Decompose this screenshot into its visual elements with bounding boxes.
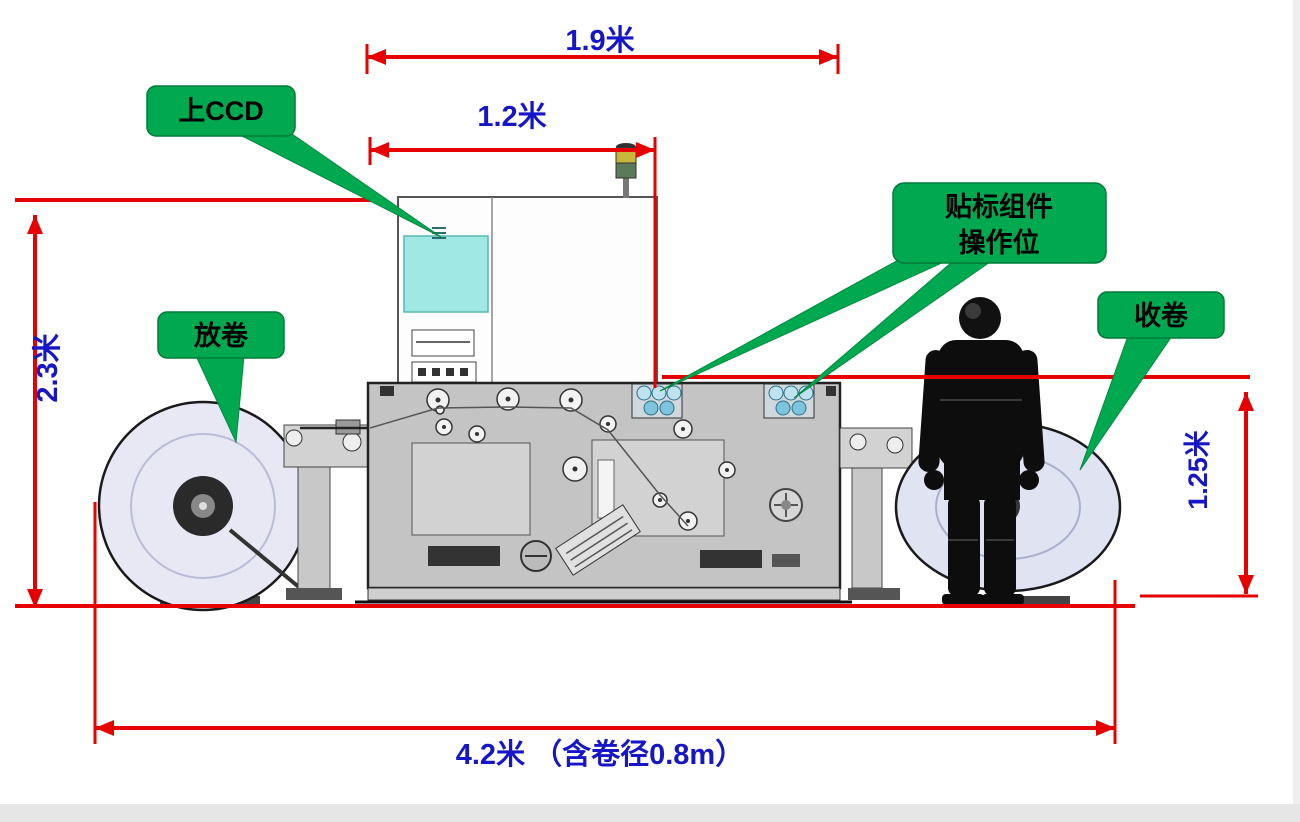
dim-1-9m-arrow-right xyxy=(819,49,838,65)
dim-4-2m-arrow-right xyxy=(1096,720,1115,736)
operator-joints xyxy=(940,399,1022,541)
upper-cabinet xyxy=(397,143,658,386)
label-station-1 xyxy=(631,383,683,419)
button-dots xyxy=(418,368,468,376)
dim-4-2m-arrow-left xyxy=(95,720,114,736)
operator-head-shade xyxy=(965,303,981,319)
dim-1-2m-arrow-left xyxy=(370,142,389,158)
dim-label-2-3m: 2.3米 xyxy=(31,333,64,402)
callout-box-rewind xyxy=(1097,291,1225,339)
operator-leg-right xyxy=(984,496,1016,596)
dim-1-9m-arrow-left xyxy=(367,49,386,65)
operator-arm-left xyxy=(918,350,947,472)
left-bracket xyxy=(283,419,371,600)
callout-leader-rewind xyxy=(1079,335,1173,471)
operator-head xyxy=(959,297,1001,339)
unwind-roll xyxy=(97,400,309,612)
operator-figure xyxy=(918,297,1045,605)
operator-hips xyxy=(944,458,1020,500)
left-bracket-base xyxy=(286,588,342,600)
hand-wheel xyxy=(769,488,803,522)
inner-panel-left xyxy=(411,442,531,536)
left-roller-a xyxy=(285,429,303,447)
body-base xyxy=(367,587,841,601)
dim-1-2m-arrow-right xyxy=(636,142,655,158)
callout-label-top-ccd: 上CCD xyxy=(178,96,264,126)
operator-leg-left xyxy=(948,496,980,596)
operator-foot-left xyxy=(942,594,984,605)
operator-hand-right xyxy=(1019,470,1039,490)
operator-arm-right xyxy=(1016,350,1045,472)
panel-handle xyxy=(597,459,615,519)
right-column xyxy=(851,465,883,589)
callout-label-label-module-line2: 操作位 xyxy=(959,227,1040,258)
callout-box-unwind xyxy=(157,311,285,359)
callout-label-label-module-line1: 贴标组件 xyxy=(945,191,1053,222)
web-rollers xyxy=(369,387,736,531)
operator-torso xyxy=(938,340,1024,468)
ccd-screen xyxy=(403,235,489,313)
web-path xyxy=(369,406,689,527)
dim-2-3m-arrow-top xyxy=(27,215,43,234)
right-bracket-base xyxy=(848,588,900,600)
signal-light-green xyxy=(615,162,637,179)
left-column xyxy=(297,464,331,591)
labels: 1.9米 1.2米 2.3米 1.25米 4.2米 （含卷径0.8m） 上CCD… xyxy=(31,24,1213,771)
right-roller-b xyxy=(886,436,904,454)
signal-pole xyxy=(623,178,629,198)
dim-2-3m-arrow-bottom xyxy=(27,589,43,608)
callout-box-top-ccd xyxy=(146,85,296,137)
dim-label-1-2m: 1.2米 xyxy=(477,100,546,133)
unwind-roll-ring xyxy=(130,433,276,579)
callouts xyxy=(146,85,1225,471)
dim-label-1-9m: 1.9米 xyxy=(565,24,634,57)
callout-label-unwind: 放卷 xyxy=(193,320,249,351)
dimension-lines xyxy=(15,44,1258,744)
dim-label-4-2m: 4.2米 （含卷径0.8m） xyxy=(456,737,744,771)
callout-box-label-module xyxy=(892,182,1107,264)
callout-leader-label-module-1 xyxy=(659,257,946,392)
label-station-2 xyxy=(763,383,815,419)
slide-bottom-edge xyxy=(0,804,1300,822)
machine-body xyxy=(355,381,852,604)
dim-1-25m-arrow-bottom xyxy=(1238,575,1254,594)
left-roller-b xyxy=(342,432,362,452)
dim-label-1-25m: 1.25米 xyxy=(1183,430,1213,510)
callout-label-rewind: 收卷 xyxy=(1134,301,1189,331)
dim-1-25m-arrow-top xyxy=(1238,392,1254,411)
right-roller-a xyxy=(849,433,867,451)
operator-hand-left xyxy=(924,470,944,490)
unwind-hub-center xyxy=(199,502,207,510)
right-bracket xyxy=(839,427,913,600)
operator-foot-right xyxy=(982,594,1024,605)
tilted-keypad xyxy=(555,504,641,576)
unwind-arm xyxy=(228,528,302,590)
bottom-components xyxy=(428,540,800,572)
slide-right-edge xyxy=(1293,0,1300,804)
